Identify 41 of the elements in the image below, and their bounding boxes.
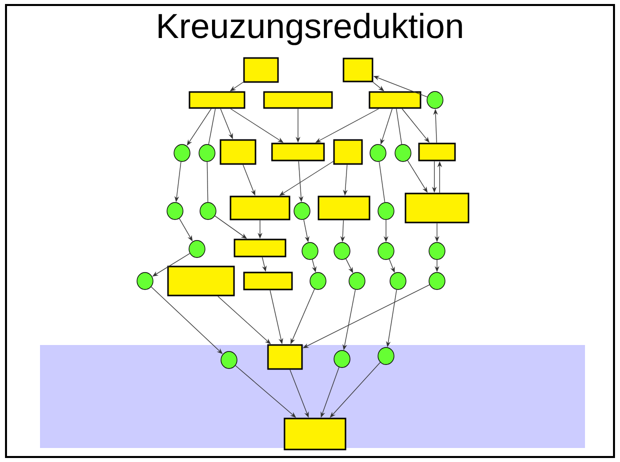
rectangle-node (243, 272, 293, 290)
circle-node (334, 242, 350, 260)
circle-node (394, 144, 412, 162)
rectangle-node (404, 192, 470, 224)
rectangle-node (188, 91, 246, 109)
circle-node (310, 272, 326, 290)
circle-node (334, 350, 350, 368)
rectangle-node (167, 266, 235, 296)
circle-node (220, 351, 238, 369)
rectangle-node (230, 196, 290, 220)
circle-node (294, 202, 310, 220)
rectangle-node (234, 238, 286, 258)
title: Kreuzungsreduktion (158, 12, 462, 46)
rectangle-node (333, 139, 363, 165)
circle-node (428, 272, 446, 290)
circle-node (378, 202, 394, 220)
circle-node (188, 240, 206, 258)
circle-node (370, 144, 386, 162)
circle-node (390, 272, 406, 290)
rectangle-node (220, 139, 256, 165)
rectangle-node (342, 58, 374, 82)
rectangle-node (263, 91, 333, 109)
circle-node (136, 272, 154, 290)
circle-node (378, 242, 394, 260)
circle-node (302, 242, 318, 260)
circle-node (378, 347, 394, 365)
rectangle-node (243, 57, 279, 83)
circle-node (174, 144, 190, 162)
circle-node (198, 144, 216, 162)
circle-node (348, 272, 366, 290)
rectangle-node (284, 418, 346, 450)
circle-node (200, 202, 216, 220)
rectangle-node (368, 91, 422, 109)
rectangle-node (271, 142, 325, 162)
circle-node (166, 202, 184, 220)
arrow (179, 218, 193, 242)
rectangle-node (318, 196, 370, 220)
circle-node (426, 91, 444, 109)
circle-node (428, 242, 446, 260)
rectangle-node (418, 142, 456, 162)
rectangle-node (267, 344, 303, 370)
